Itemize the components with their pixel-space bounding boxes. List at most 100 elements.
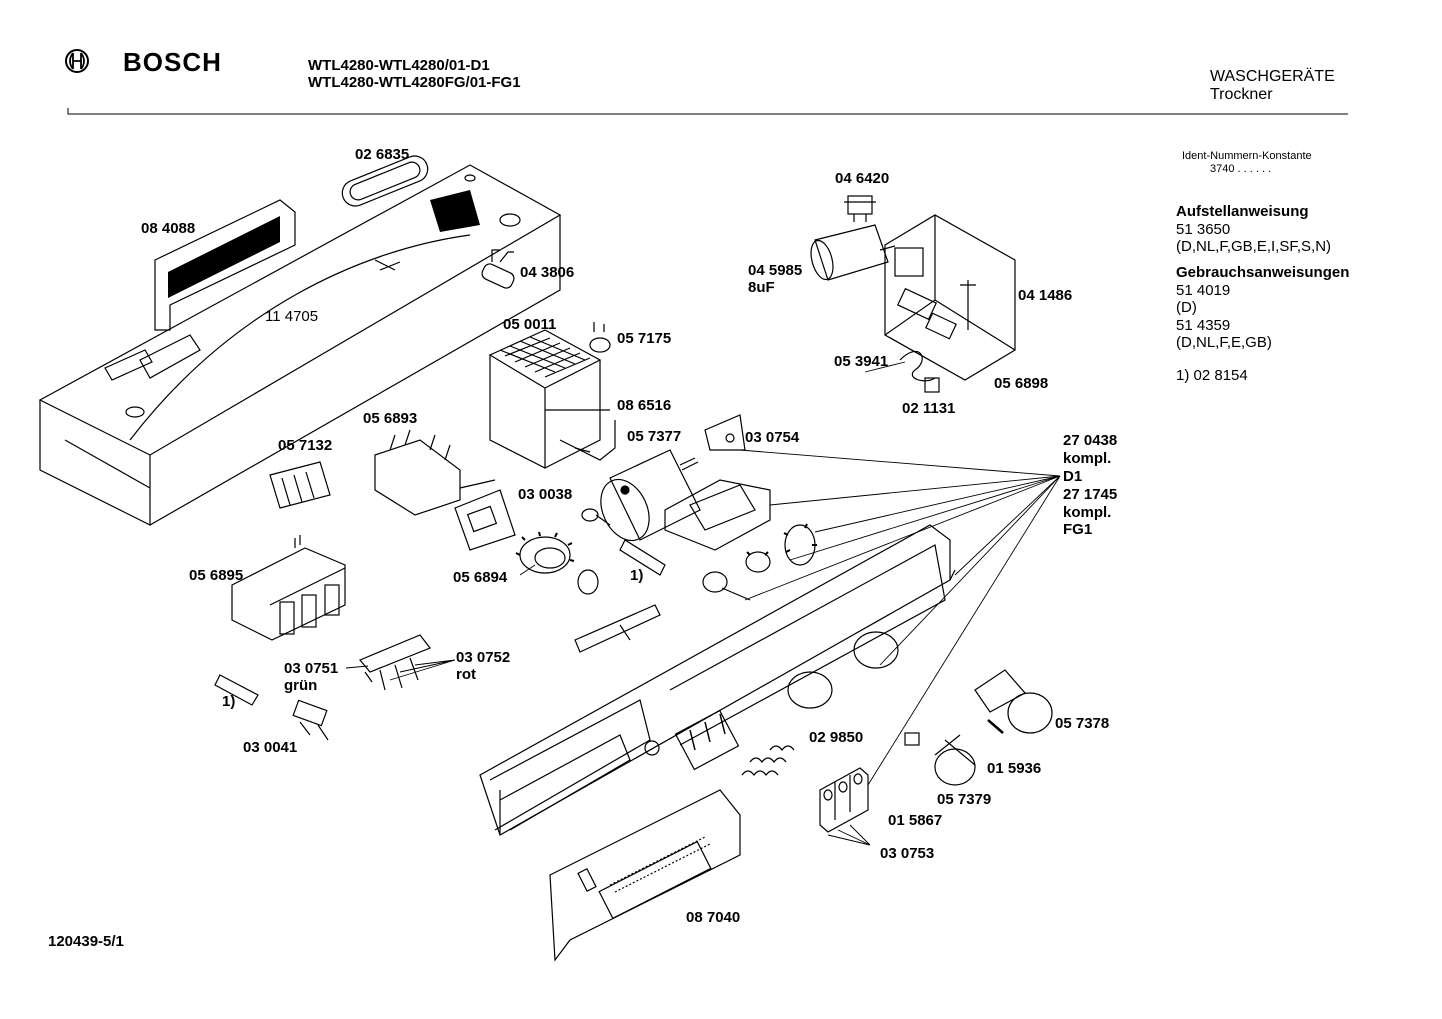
setup-number: 51 3650 (1176, 221, 1231, 238)
top-panel-bar (38, 164, 562, 526)
subcategory-label: Trockner (1210, 86, 1273, 103)
footnote-marker-upper: 1) (630, 567, 644, 584)
part-label-084088: 08 4088 (141, 220, 196, 237)
part-046420 (844, 195, 876, 222)
wire-053941 (899, 350, 936, 382)
part-label-270438-sub1: kompl. (1063, 450, 1112, 467)
fuse-upper (619, 539, 666, 576)
part-label-056898: 05 6898 (994, 375, 1049, 392)
part-label-015936: 01 5936 (987, 760, 1042, 777)
part-label-057377: 05 7377 (627, 428, 682, 445)
part-label-057378: 05 7378 (1055, 715, 1110, 732)
connector-057132 (269, 461, 331, 509)
selector-056893 (374, 429, 496, 516)
gear-small-1 (783, 523, 817, 566)
seal-026835 (341, 155, 429, 207)
header-rule (67, 108, 1348, 115)
bracket-056894 (454, 489, 516, 551)
model-line-2: WTL4280-WTL4280FG/01-FG1 (308, 74, 521, 91)
ident-label: Ident-Nummern-Konstante (1182, 150, 1312, 162)
knob-057379 (934, 734, 976, 786)
manual-2-number: 51 4359 (1176, 317, 1231, 334)
footnote: 1) 02 8154 (1176, 367, 1248, 384)
lamp-030038 (581, 508, 611, 526)
pinion-shaft (702, 571, 751, 601)
capacitor-045985 (810, 224, 896, 281)
ident-value: 3740 . . . . . . (1210, 163, 1272, 175)
switch-021131 (924, 377, 940, 393)
part-label-270438-sub2: D1 (1063, 468, 1083, 485)
part-label-043806: 04 3806 (520, 264, 575, 281)
manual-2-langs: (D,NL,F,E,GB) (1176, 334, 1272, 351)
part-label-056893: 05 6893 (363, 410, 418, 427)
part-label-021131: 02 1131 (902, 400, 956, 417)
knob-057378 (974, 669, 1053, 734)
footnote-marker-lower: 1) (222, 693, 236, 710)
part-label-030038: 03 0038 (518, 486, 573, 503)
part-label-271745-sub2: FG1 (1063, 521, 1093, 538)
part-label-030041: 03 0041 (243, 739, 298, 756)
contact-strip (359, 634, 431, 691)
part-leader-lines (345, 361, 906, 846)
switch-block-056895 (231, 535, 346, 641)
brand-name: BOSCH (123, 47, 222, 77)
part-label-270438: 27 0438 (1063, 432, 1118, 449)
part-label-015867: 01 5867 (888, 812, 943, 829)
category-label: WASCHGERÄTE (1210, 68, 1335, 85)
clip-015867 (904, 732, 920, 746)
part-label-056894: 05 6894 (453, 569, 508, 586)
fuse-lower (214, 674, 259, 706)
model-line-1: WTL4280-WTL4280/01-D1 (308, 57, 490, 74)
screw-015936 (987, 719, 1004, 734)
bosch-logo-icon (64, 48, 90, 74)
part-label-046420: 04 6420 (835, 170, 890, 187)
module-041486 (884, 214, 1016, 381)
capacitor-043806 (481, 249, 515, 289)
part-label-045985: 04 5985 (748, 262, 803, 279)
part-label-057379: 05 7379 (937, 791, 992, 808)
drawing-number: 120439-5/1 (48, 933, 124, 950)
part-label-057175: 05 7175 (617, 330, 672, 347)
bracket-030754 (704, 414, 746, 451)
springs-029850 (741, 745, 795, 776)
front-panel (479, 524, 956, 836)
part-label-053941: 05 3941 (834, 353, 889, 370)
part-label-030752: 03 0752 (456, 649, 511, 666)
part-label-050011: 05 0011 (503, 316, 557, 333)
part-label-041486: 04 1486 (1018, 287, 1073, 304)
part-label-030753: 03 0753 (880, 845, 935, 862)
part-label-029850: 02 9850 (809, 729, 864, 746)
part-label-271745-sub1: kompl. (1063, 504, 1112, 521)
cover-087040 (549, 789, 741, 962)
setup-langs: (D,NL,F,GB,E,I,SF,S,N) (1176, 238, 1332, 255)
timer-050011 (488, 329, 616, 469)
part-label-026835: 02 6835 (355, 146, 410, 163)
part-label-030751-sub: grün (284, 677, 318, 694)
sleeve (577, 569, 599, 595)
part-label-030752-sub: rot (456, 666, 476, 683)
part-label-114705: 11 4705 (265, 308, 319, 325)
part-label-057132: 05 7132 (278, 437, 333, 454)
gear-small-2 (745, 551, 771, 573)
part-label-030754: 03 0754 (745, 429, 800, 446)
lamp-057175 (589, 322, 611, 353)
manual-1-number: 51 4019 (1176, 282, 1231, 299)
gear-056894 (515, 531, 575, 574)
assembly-leader-lines (739, 449, 1061, 786)
terminal-030041 (292, 699, 329, 741)
manual-1-langs: (D) (1176, 299, 1197, 316)
part-label-056895: 05 6895 (189, 567, 244, 584)
part-label-086516: 08 6516 (617, 397, 672, 414)
motor-057377 (600, 449, 701, 542)
manual-title: Gebrauchsanweisungen (1176, 264, 1350, 281)
motor-bracket (664, 479, 771, 551)
setup-title: Aufstellanweisung (1176, 203, 1309, 220)
part-label-087040: 08 7040 (686, 909, 741, 926)
part-label-271745: 27 1745 (1063, 486, 1118, 503)
buttons-030753 (819, 767, 869, 833)
bracket-084088 (154, 199, 296, 331)
part-label-045985-sub: 8uF (748, 279, 775, 296)
slider-bar (574, 604, 661, 653)
part-label-030751: 03 0751 (284, 660, 339, 677)
